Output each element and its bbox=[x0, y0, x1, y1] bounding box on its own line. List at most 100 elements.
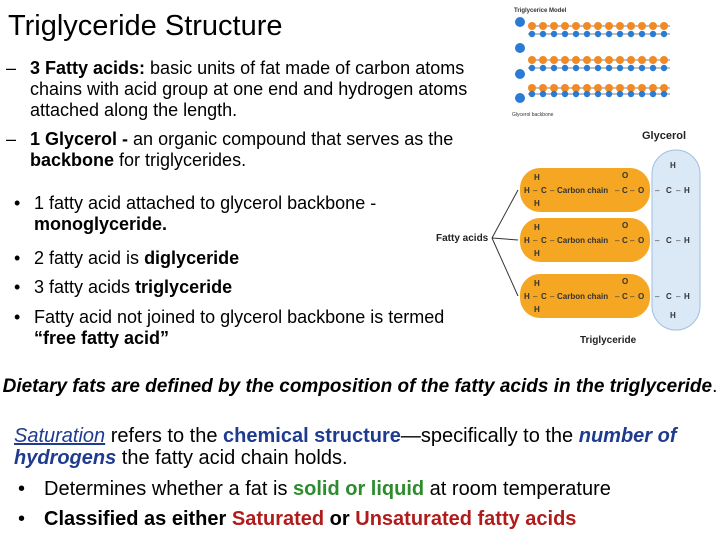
bullet-text: 2 fatty acid is bbox=[34, 248, 145, 268]
classification-item: • Classified as either Saturated or Unsa… bbox=[18, 508, 718, 530]
hydrogen-atom: H bbox=[534, 249, 540, 258]
fatty-acids-desc: basic units of fat made of carbon atoms … bbox=[30, 58, 468, 120]
page-title: Triglyceride Structure bbox=[8, 10, 283, 42]
atom-ball bbox=[550, 22, 558, 30]
hydrogen-atom: H bbox=[684, 236, 690, 245]
hydrogen-atom: H bbox=[534, 305, 540, 314]
hydrogen-atom: H bbox=[524, 186, 530, 195]
bond-mark: – bbox=[655, 292, 660, 301]
atom-ball bbox=[605, 64, 613, 72]
glycerol-ball bbox=[515, 93, 525, 103]
hydrogen-atom: H bbox=[524, 292, 530, 301]
atom-ball bbox=[594, 22, 602, 30]
atom-ball bbox=[616, 64, 624, 72]
pointer-line bbox=[491, 237, 519, 241]
atom-ball bbox=[638, 64, 646, 72]
bond-mark: – bbox=[655, 236, 660, 245]
oxygen-atom: O bbox=[622, 277, 628, 286]
atom-ball bbox=[561, 64, 569, 72]
atom-ball bbox=[528, 30, 536, 38]
atom-ball bbox=[528, 90, 536, 98]
pointer-line bbox=[491, 237, 519, 297]
saturation-definition: Saturation refers to the chemical struct… bbox=[14, 425, 714, 469]
atom-ball bbox=[627, 64, 635, 72]
chain-bubble bbox=[520, 274, 650, 318]
atom-ball bbox=[627, 84, 635, 92]
atom-ball bbox=[561, 30, 569, 38]
bond-mark: – bbox=[630, 186, 635, 195]
dietary-fats-statement: Dietary fats are defined by the composit… bbox=[0, 376, 720, 397]
atom-ball bbox=[572, 84, 580, 92]
dietary-period: . bbox=[712, 376, 718, 397]
glycerol-label: Glycerol bbox=[642, 130, 686, 142]
atom-ball bbox=[594, 90, 602, 98]
chemical-structure-term: chemical structure bbox=[223, 425, 401, 447]
carbon-atom: C bbox=[666, 186, 672, 195]
atom-ball bbox=[605, 30, 613, 38]
atom-ball bbox=[572, 30, 580, 38]
saturation-text: —specifically to the bbox=[400, 425, 579, 447]
atom-ball bbox=[572, 56, 580, 64]
carbon-chains: HH–C–Carbon chain–COH–O–C–HHH–C–Carbon c… bbox=[520, 161, 690, 320]
atom-ball bbox=[605, 90, 613, 98]
bullet-marker: • bbox=[14, 307, 21, 327]
bond-mark: – bbox=[630, 236, 635, 245]
glycerol-backbone-label: Glycerol backbone bbox=[512, 112, 554, 118]
atom-ball bbox=[616, 30, 624, 38]
dash-marker: – bbox=[6, 129, 17, 149]
atom-ball bbox=[550, 90, 558, 98]
atom-ball bbox=[627, 30, 635, 38]
atom-ball bbox=[660, 30, 668, 38]
bond-mark: – bbox=[676, 186, 681, 195]
bond-mark: – bbox=[533, 186, 538, 195]
carbon-chain-label: Carbon chain bbox=[557, 186, 608, 195]
atom-ball bbox=[539, 22, 547, 30]
chain-bubble bbox=[520, 168, 650, 212]
bullet-text: 3 fatty acids bbox=[34, 277, 136, 297]
atom-ball bbox=[660, 64, 668, 72]
atom-ball bbox=[583, 90, 591, 98]
unsaturated-term: Unsaturated fatty acids bbox=[355, 508, 577, 530]
bond-mark: – bbox=[630, 292, 635, 301]
atom-ball bbox=[539, 90, 547, 98]
chain-bubble bbox=[520, 218, 650, 262]
hydrogen-atom: H bbox=[684, 292, 690, 301]
bond-mark: – bbox=[676, 292, 681, 301]
carbon-chain-label: Carbon chain bbox=[557, 292, 608, 301]
bond-mark: – bbox=[655, 186, 660, 195]
bond-mark: – bbox=[615, 186, 620, 195]
atom-ball bbox=[583, 64, 591, 72]
hydrogen-atom: H bbox=[684, 186, 690, 195]
bullet-marker: • bbox=[14, 248, 21, 268]
glycerol-desc-end: for triglycerides. bbox=[114, 150, 247, 170]
glycerol-box bbox=[651, 149, 701, 331]
atom-ball bbox=[528, 56, 536, 64]
atom-ball bbox=[638, 22, 646, 30]
atom-ball bbox=[572, 64, 580, 72]
atom-ball bbox=[583, 56, 591, 64]
bullet-text: Determines whether a fat is bbox=[44, 478, 293, 500]
backbone-term: backbone bbox=[30, 150, 115, 170]
atom-ball bbox=[539, 84, 547, 92]
atom-ball bbox=[583, 30, 591, 38]
bullet-marker: • bbox=[18, 478, 26, 500]
carbon-chain-label: Carbon chain bbox=[557, 236, 608, 245]
atom-ball bbox=[649, 84, 657, 92]
glycerol-term: 1 Glycerol - bbox=[30, 129, 129, 149]
oxygen-atom: O bbox=[622, 171, 628, 180]
atom-ball bbox=[638, 90, 646, 98]
atom-ball bbox=[550, 84, 558, 92]
atom-ball bbox=[561, 90, 569, 98]
atom-ball bbox=[583, 22, 591, 30]
bullet-text: Fatty acid not joined to glycerol backbo… bbox=[34, 307, 445, 327]
bullet-text: at room temperature bbox=[424, 478, 611, 500]
triglyceride-label: Triglyceride bbox=[580, 335, 637, 346]
dietary-text: Dietary fats are defined by the composit… bbox=[2, 376, 713, 397]
saturation-term: Saturation bbox=[14, 425, 106, 447]
atom-ball bbox=[660, 22, 668, 30]
carbon-atom: C bbox=[666, 292, 672, 301]
atom-ball bbox=[649, 56, 657, 64]
bullet-bold: “free fatty acid” bbox=[34, 328, 170, 348]
atom-ball bbox=[594, 56, 602, 64]
glycerol-ball bbox=[515, 43, 525, 53]
